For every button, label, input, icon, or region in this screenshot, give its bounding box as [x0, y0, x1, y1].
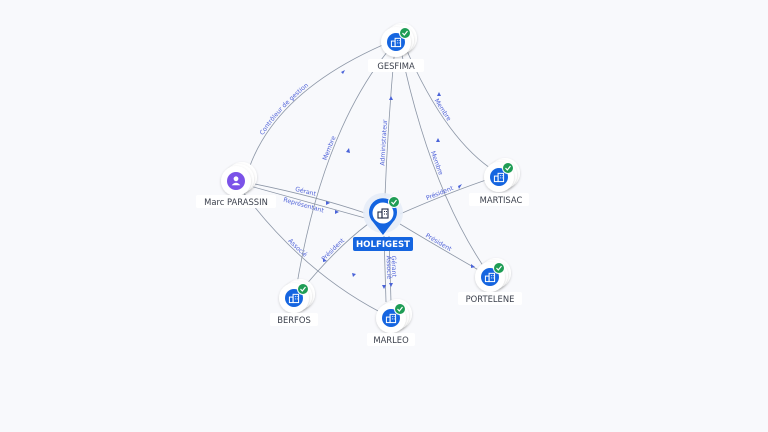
edge-berfos-gesfima: Membre: [295, 45, 393, 291]
svg-text:Président: Président: [320, 237, 346, 263]
node-label-gesfima: GESFIMA: [377, 61, 415, 71]
edge-label-membre-2: Membre: [433, 98, 453, 123]
svg-text:Membre: Membre: [429, 150, 444, 176]
edge-label-membre-1: Membre: [322, 135, 338, 161]
node-label-marleo: MARLEO: [373, 335, 409, 345]
edge-gesfima-portelene: Membre: [399, 45, 489, 274]
svg-text:Membre: Membre: [433, 98, 453, 123]
node-berfos[interactable]: BERFOS: [270, 279, 318, 326]
check-badge-icon: [297, 283, 309, 295]
edge-berfos-holfigest: Président: [299, 223, 369, 293]
person-icon: [231, 176, 241, 186]
edge-label-controleur: Contrôleur de gestion: [259, 82, 310, 137]
node-holfigest-center[interactable]: HOLFIGEST: [353, 193, 413, 251]
node-label-marc-parassin: Marc PARASSIN: [204, 197, 268, 207]
svg-text:Contrôleur de gestion: Contrôleur de gestion: [259, 82, 310, 137]
edge-label-administrateur: Administrateur: [379, 119, 389, 166]
edge-label-gerant-2: Gérant: [390, 256, 398, 278]
check-badge-icon: [399, 27, 411, 39]
building-icon: [377, 208, 389, 219]
svg-text:Associé: Associé: [385, 256, 394, 280]
edge-label-gerant-1: Gérant: [294, 186, 317, 198]
node-label-holfigest: HOLFIGEST: [356, 240, 410, 250]
edges: Contrôleur de gestion Gérant Représentan…: [239, 40, 497, 313]
node-marleo[interactable]: MARLEO: [367, 299, 415, 346]
svg-text:Membre: Membre: [322, 135, 338, 161]
svg-text:Gérant: Gérant: [294, 186, 317, 198]
svg-text:Administrateur: Administrateur: [379, 119, 389, 166]
node-label-berfos: BERFOS: [277, 315, 311, 325]
edge-label-president-2: Président: [424, 232, 453, 253]
svg-text:Président: Président: [424, 232, 453, 253]
center-label-badge: [353, 237, 413, 251]
check-badge-icon: [493, 262, 505, 274]
node-marc-parassin[interactable]: Marc PARASSIN: [196, 162, 276, 208]
node-label-martisac: MARTISAC: [480, 195, 523, 205]
edge-label-membre-3: Membre: [429, 150, 444, 176]
check-badge-icon: [388, 196, 400, 208]
node-martisac[interactable]: MARTISAC: [469, 158, 529, 206]
node-label-portelene: PORTELENE: [466, 294, 515, 304]
edge-label-president-3: Président: [320, 237, 346, 263]
node-gesfima[interactable]: GESFIMA: [368, 23, 424, 72]
svg-text:Gérant: Gérant: [390, 256, 398, 278]
node-portelene[interactable]: PORTELENE: [458, 258, 522, 305]
check-badge-icon: [502, 162, 514, 174]
edge-label-associe-2: Associé: [385, 256, 394, 280]
check-badge-icon: [394, 303, 406, 315]
